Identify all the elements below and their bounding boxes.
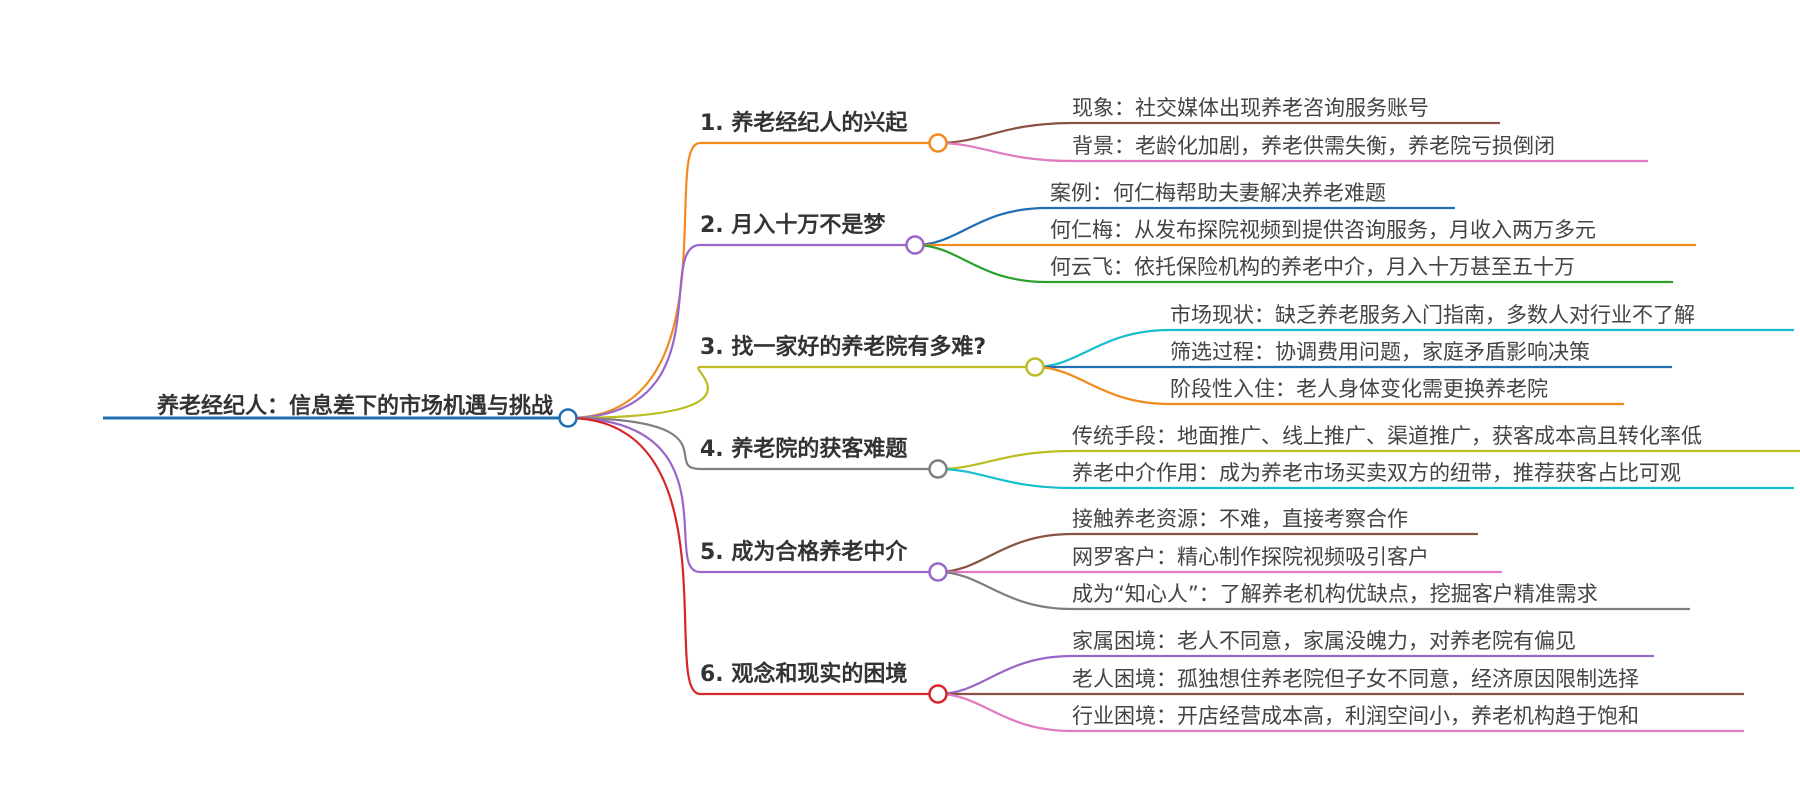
branch-1-label: 1. 养老经纪人的兴起	[700, 110, 908, 136]
leaf-connector-1-1	[937, 121, 1500, 145]
leaf-connector-6-3	[937, 692, 1744, 733]
leaf-connector-2-3	[914, 243, 1673, 284]
branch-connector-3	[567, 365, 1035, 420]
branch-connector-5	[567, 416, 938, 574]
leaf-6-1-label: 家属困境：老人不同意，家属没魄力，对养老院有偏见	[1072, 629, 1576, 653]
leaf-5-1-label: 接触养老资源：不难，直接考察合作	[1072, 507, 1408, 531]
branch-node-4[interactable]: 4. 养老院的获客难题	[700, 436, 948, 479]
leaf-6-2-label: 老人困境：孤独想住养老院但子女不同意，经济原因限制选择	[1072, 667, 1639, 691]
root-topic-label: 养老经纪人：信息差下的市场机遇与挑战	[156, 393, 553, 419]
leaf-1-2-label: 背景：老龄化加剧，养老供需失衡，养老院亏损倒闭	[1072, 134, 1555, 158]
leaf-5-3-label: 成为“知心人”：了解养老机构优缺点，挖掘客户精准需求	[1072, 582, 1598, 606]
leaf-2-2-label: 何仁梅：从发布探院视频到提供咨询服务，月收入两万多元	[1050, 218, 1596, 242]
leaf-6-3-label: 行业困境：开店经营成本高，利润空间小，养老机构趋于饱和	[1072, 704, 1639, 728]
leaf-connector-3-1	[1034, 328, 1794, 369]
leaf-3-1-label: 市场现状：缺乏养老服务入门指南，多数人对行业不了解	[1170, 303, 1695, 327]
branch-3-label: 3. 找一家好的养老院有多难?	[700, 334, 986, 360]
leaf-1-1-label: 现象：社交媒体出现养老咨询服务账号	[1072, 96, 1429, 120]
leaf-2-1-label: 案例：何仁梅帮助夫妻解决养老难题	[1050, 181, 1386, 205]
branch-connector-2	[567, 243, 915, 420]
leaf-3-3-label: 阶段性入住：老人身体变化需更换养老院	[1170, 377, 1548, 401]
branch-connector-6	[567, 416, 938, 696]
branch-node-1[interactable]: 1. 养老经纪人的兴起	[700, 110, 948, 153]
leaf-connector-2-1	[914, 206, 1455, 247]
leaf-connector-5-3	[937, 570, 1690, 611]
root-collapse-toggle[interactable]	[558, 408, 578, 428]
branch-node-5[interactable]: 5. 成为合格养老中介	[700, 539, 948, 582]
branch-node-6[interactable]: 6. 观念和现实的困境	[700, 661, 948, 704]
branch-2-label: 2. 月入十万不是梦	[700, 212, 886, 238]
branch-3-collapse-toggle[interactable]	[1025, 357, 1045, 377]
leaf-connector-6-1	[937, 654, 1654, 696]
branch-1-collapse-toggle[interactable]	[928, 133, 948, 153]
leaf-4-2-label: 养老中介作用：成为养老市场买卖双方的纽带，推荐获客占比可观	[1072, 461, 1681, 485]
branch-node-2[interactable]: 2. 月入十万不是梦	[700, 212, 925, 255]
leaf-connector-5-1	[937, 532, 1478, 574]
leaf-2-3-label: 何云飞：依托保险机构的养老中介，月入十万甚至五十万	[1050, 255, 1575, 279]
leaf-connector-3-3	[1034, 365, 1624, 406]
leaf-connector-4-2	[937, 467, 1794, 490]
branch-6-label: 6. 观念和现实的困境	[700, 661, 907, 687]
branch-5-label: 5. 成为合格养老中介	[700, 539, 908, 565]
leaf-connector-4-1	[937, 449, 1800, 471]
branch-2-collapse-toggle[interactable]	[905, 235, 925, 255]
root-node[interactable]: 养老经纪人：信息差下的市场机遇与挑战	[103, 393, 578, 428]
leaf-5-2-label: 网罗客户：精心制作探院视频吸引客户	[1072, 545, 1429, 569]
branch-6-collapse-toggle[interactable]	[928, 684, 948, 704]
connector-lines	[567, 121, 1800, 733]
branch-4-collapse-toggle[interactable]	[928, 459, 948, 479]
branch-5-collapse-toggle[interactable]	[928, 562, 948, 582]
branch-connector-1	[567, 141, 938, 420]
branch-node-3[interactable]: 3. 找一家好的养老院有多难?	[700, 334, 1045, 377]
branch-connector-4	[567, 416, 938, 471]
leaf-connector-1-2	[937, 141, 1648, 163]
leaf-3-2-label: 筛选过程：协调费用问题，家庭矛盾影响决策	[1170, 340, 1590, 364]
branch-4-label: 4. 养老院的获客难题	[700, 436, 908, 462]
mind-map-nodes: 现象：社交媒体出现养老咨询服务账号背景：老龄化加剧，养老供需失衡，养老院亏损倒闭…	[103, 96, 1702, 728]
leaf-4-1-label: 传统手段：地面推广、线上推广、渠道推广，获客成本高且转化率低	[1072, 424, 1702, 448]
